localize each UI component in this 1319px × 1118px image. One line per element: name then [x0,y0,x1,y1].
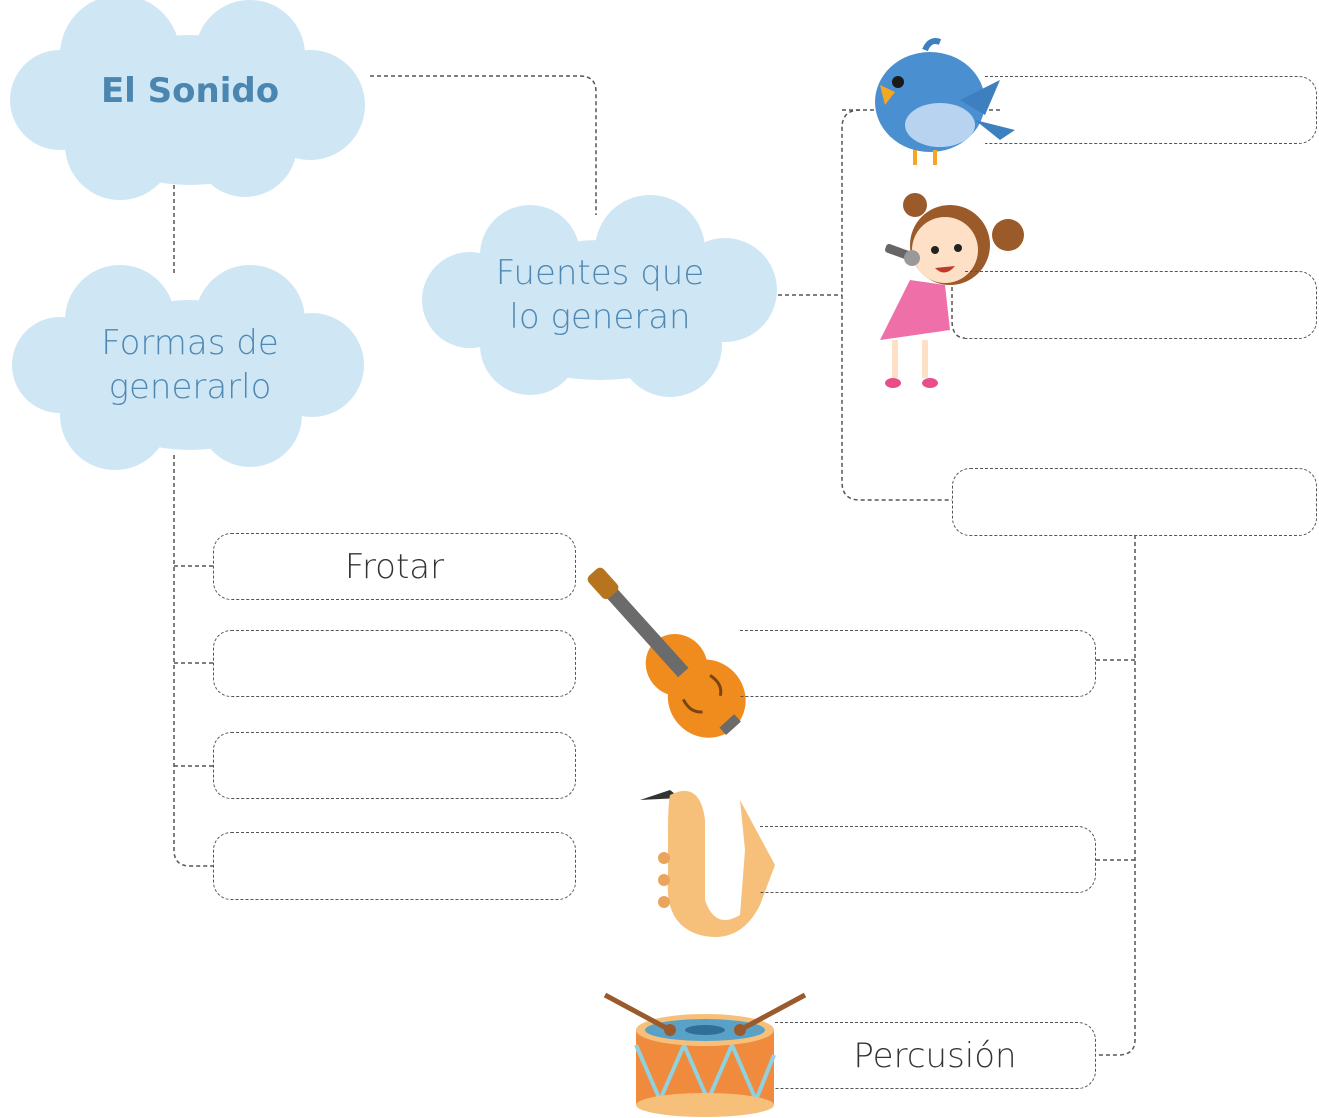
instrument-item-box-3[interactable]: Percusión [775,1022,1096,1089]
forms-label-line1: Formas de [101,323,279,363]
drum-icon [603,992,807,1117]
forms-branch-label: Formas de generarlo [60,322,320,409]
source-item-box-3[interactable] [952,468,1317,536]
forms-item-box-2[interactable] [213,630,576,697]
sources-cloud [422,195,777,397]
singing-girl-icon [880,193,1024,388]
sources-label-line1: Fuentes que [495,253,705,293]
violin-icon [587,567,746,738]
saxophone-icon [640,790,775,937]
main-topic-title: El Sonido [100,71,280,111]
forms-item-box-4[interactable] [213,832,576,900]
sources-branch-label: Fuentes que lo generan [470,252,730,339]
instrument-item-box-1[interactable] [740,630,1096,697]
forms-item-box-3[interactable] [213,732,576,799]
forms-label-line2: generarlo [108,366,272,407]
main-topic-cloud [10,0,365,200]
source-item-box-1[interactable] [985,76,1317,144]
source-item-box-2[interactable] [965,271,1317,339]
forms-cloud [12,265,364,470]
sources-label-line2: lo generan [509,296,691,337]
instrument-item-box-2[interactable] [760,826,1096,893]
forms-item-box-1[interactable]: Frotar [213,533,576,600]
bird-icon [875,38,1015,165]
